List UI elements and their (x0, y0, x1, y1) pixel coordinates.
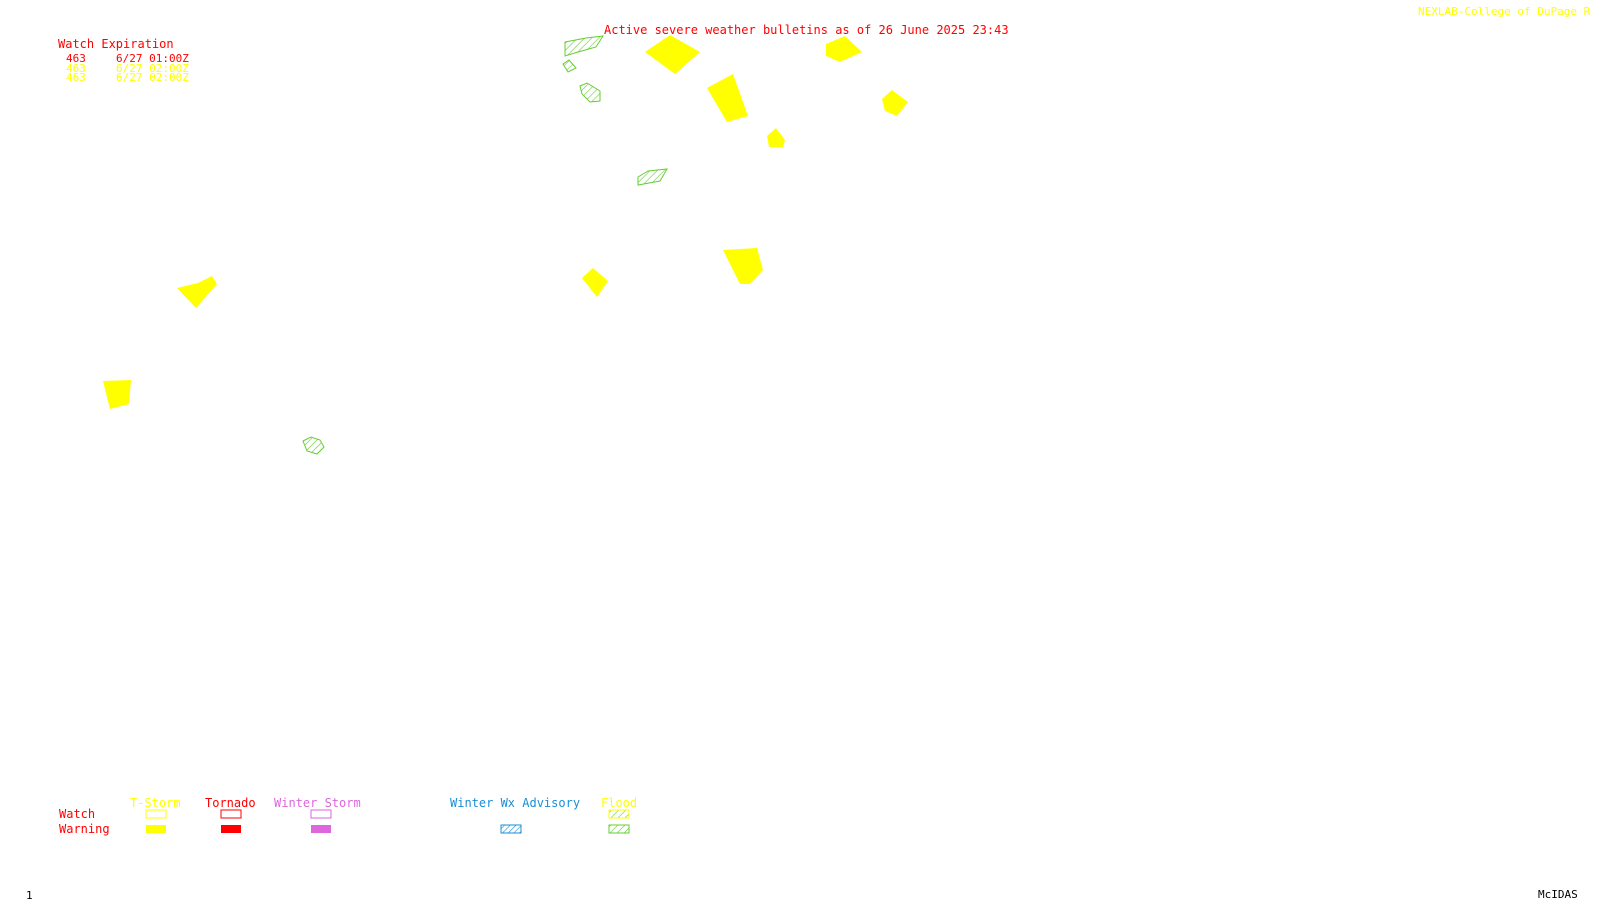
winter-storm-watch-swatch (310, 809, 332, 819)
legend-watch-label: Watch (59, 807, 96, 821)
tstorm-warning-polygon (723, 248, 763, 284)
watch-expiration-time: 6/27 01:00Z (116, 52, 189, 65)
winter-advisory-swatch (500, 824, 522, 834)
tornado-watch-swatch (220, 809, 242, 819)
flood-warning-polygon (564, 35, 604, 57)
software-label: McIDAS (1538, 888, 1578, 900)
flood-warning-polygon (302, 436, 325, 455)
tstorm-warning-polygon (582, 268, 608, 297)
tstorm-warning-swatch (146, 825, 166, 833)
tstorm-watch-swatch (145, 809, 167, 819)
tstorm-warning-polygon (826, 36, 862, 62)
watch-row: 463 6/27 02:00Z (66, 72, 189, 83)
legend-tstorm-label: T-Storm (130, 796, 181, 810)
flood-warning-swatch (608, 824, 630, 834)
tornado-warning-swatch (221, 825, 241, 833)
flood-warning-polygon (637, 168, 668, 186)
tstorm-warning-polygon (767, 128, 785, 147)
watch-expiration-time: 6/27 02:00Z (116, 62, 189, 75)
watch-id: 463 (66, 71, 86, 84)
legend-flood-label: Flood (601, 796, 638, 810)
legend-winter-storm-label: Winter Storm (274, 796, 361, 810)
page-title: Active severe weather bulletins as of 26… (604, 23, 1009, 37)
watch-id: 463 (66, 62, 86, 75)
tstorm-warning-polygon (882, 90, 908, 116)
source-credit: NEXLAB-College of DuPage R (1418, 5, 1591, 18)
flood-watch-swatch (608, 809, 630, 819)
legend-warning-label: Warning (59, 822, 110, 836)
tstorm-warning-polygon (645, 35, 700, 74)
watch-id: 463 (66, 52, 86, 65)
tstorm-warning-polygon (103, 380, 131, 409)
tstorm-warning-polygon (177, 276, 217, 308)
legend-winter-advisory-label: Winter Wx Advisory (450, 796, 581, 810)
flood-warning-polygon (562, 59, 577, 73)
watch-row: 463 6/27 02:00Z (66, 63, 189, 74)
tstorm-warning-polygon (707, 74, 748, 122)
watch-expiration-time: 6/27 02:00Z (116, 71, 189, 84)
watch-row: 463 6/27 01:00Z (66, 53, 189, 64)
watch-expiration-heading: Watch Expiration (58, 37, 174, 51)
winter-storm-warning-swatch (311, 825, 331, 833)
frame-number: 1 (26, 889, 33, 900)
flood-warning-polygon (579, 82, 601, 103)
legend-tornado-label: Tornado (205, 796, 256, 810)
